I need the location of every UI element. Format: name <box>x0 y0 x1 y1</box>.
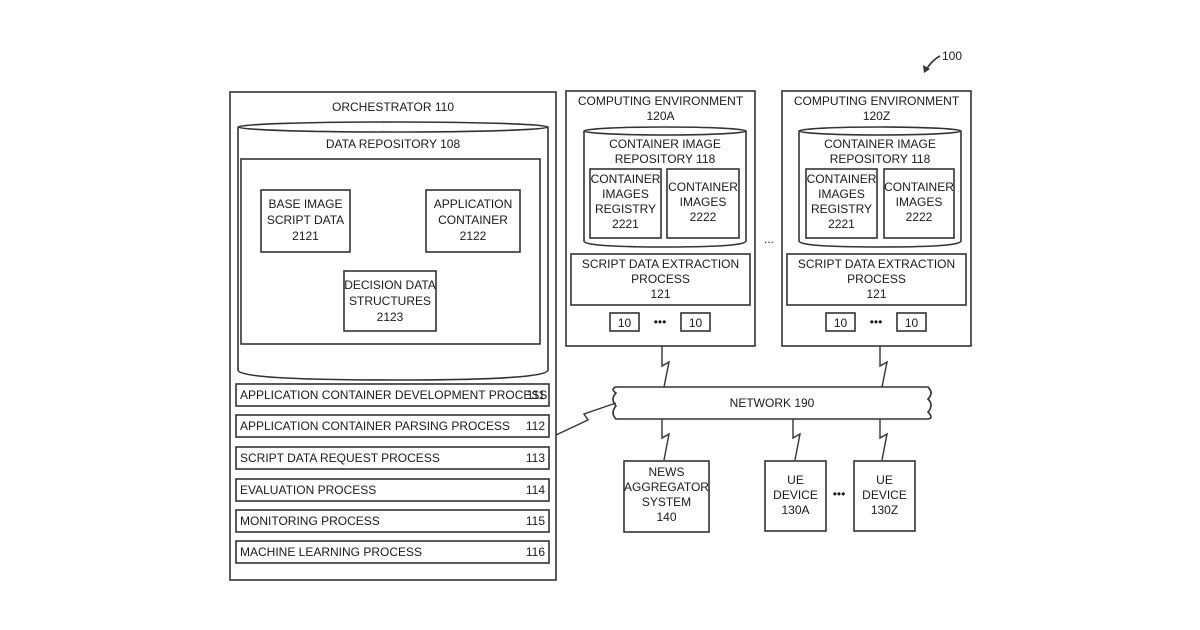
diagram-label: STRUCTURES <box>349 294 431 308</box>
diagram-label: APPLICATION <box>434 197 512 211</box>
diagram-label: 114 <box>526 483 545 497</box>
ue-device-z: UE DEVICE 130Z <box>854 461 915 531</box>
diagram-label: 120Z <box>863 109 890 123</box>
node-row: 10 ••• 10 <box>610 313 710 331</box>
node-ellipsis: ••• <box>654 315 667 329</box>
diagram-label: 116 <box>526 545 545 559</box>
orchestrator-title: ORCHESTRATOR 110 <box>332 100 454 114</box>
decision-data-structures: DECISION DATA STRUCTURES 2123 <box>344 271 436 331</box>
diagram-label: APPLICATION CONTAINER DEVELOPMENT PROCES… <box>240 388 547 402</box>
diagram-label: IMAGES <box>680 195 727 209</box>
diagram-label: DECISION DATA <box>344 278 436 292</box>
figure-number: 100 <box>942 49 962 63</box>
diagram-label: CONTAINER <box>591 172 661 186</box>
diagram-label: CONTAINER <box>807 172 877 186</box>
ue-ellipsis: ••• <box>833 487 846 501</box>
diagram-label: CONTAINER IMAGE <box>609 137 721 151</box>
diagram-label: 2221 <box>828 217 855 231</box>
diagram-label: 2221 <box>612 217 639 231</box>
diagram-label: CONTAINER <box>668 180 738 194</box>
diagram-label: APPLICATION CONTAINER PARSING PROCESS <box>240 419 510 433</box>
ue-device-a: UE DEVICE 130A <box>765 461 826 531</box>
diagram-label: 113 <box>526 451 545 465</box>
diagram-label: SCRIPT DATA REQUEST PROCESS <box>240 451 440 465</box>
container-images-registry: CONTAINER IMAGES REGISTRY 2221 <box>590 169 661 238</box>
diagram-label: PROCESS <box>631 272 690 286</box>
diagram-label: 10 <box>834 316 848 330</box>
diagram-label: IMAGES <box>602 187 649 201</box>
data-repository-label: DATA REPOSITORY 108 <box>326 137 461 151</box>
diagram-label: UE <box>876 473 893 487</box>
diagram-label: DEVICE <box>862 488 907 502</box>
process-row: APPLICATION CONTAINER PARSING PROCESS 11… <box>236 415 549 437</box>
network-label: NETWORK 190 <box>730 396 815 410</box>
diagram-label: COMPUTING ENVIRONMENT <box>794 94 960 108</box>
node-row: 10 ••• 10 <box>826 313 926 331</box>
diagram-label: EVALUATION PROCESS <box>240 483 376 497</box>
diagram-label: SYSTEM <box>642 495 691 509</box>
diagram-label: 2222 <box>690 210 717 224</box>
diagram-label: 111 <box>527 388 546 402</box>
diagram-label: REPOSITORY 118 <box>615 152 716 166</box>
diagram-label: IMAGES <box>818 187 865 201</box>
figure-reference: 100 <box>923 49 962 73</box>
diagram-label: 120A <box>646 109 674 123</box>
base-image-script-data: BASE IMAGE SCRIPT DATA 2121 <box>261 190 350 252</box>
diagram-label: REGISTRY <box>811 202 872 216</box>
container-images: CONTAINER IMAGES 2222 <box>884 169 954 238</box>
diagram-label: CONTAINER <box>438 213 508 227</box>
diagram-label: SCRIPT DATA EXTRACTION <box>798 257 955 271</box>
diagram-label: 115 <box>526 514 545 528</box>
script-data-extraction-process: SCRIPT DATA EXTRACTION PROCESS 121 <box>787 254 966 305</box>
diagram-label: CONTAINER <box>884 180 954 194</box>
network: NETWORK 190 <box>613 387 931 419</box>
diagram-label: NEWS <box>649 465 685 479</box>
computing-environment-a: COMPUTING ENVIRONMENT 120A CONTAINER IMA… <box>566 91 755 346</box>
diagram-label: IMAGES <box>896 195 943 209</box>
diagram-label: REPOSITORY 118 <box>830 152 931 166</box>
diagram-label: 2121 <box>292 229 319 243</box>
diagram-label: 2123 <box>377 310 404 324</box>
process-row: SCRIPT DATA REQUEST PROCESS 113 <box>236 447 549 469</box>
process-row: EVALUATION PROCESS 114 <box>236 479 549 501</box>
environment-ellipsis: ... <box>764 232 774 246</box>
diagram-label: BASE IMAGE <box>268 197 342 211</box>
diagram-label: REGISTRY <box>595 202 656 216</box>
diagram-label: 112 <box>526 419 545 433</box>
diagram-label: 10 <box>689 316 703 330</box>
diagram-label: 2222 <box>906 210 933 224</box>
diagram-label: COMPUTING ENVIRONMENT <box>578 94 744 108</box>
diagram-label: PROCESS <box>847 272 906 286</box>
diagram-label: 2122 <box>460 229 487 243</box>
computing-environment-z: COMPUTING ENVIRONMENT 120Z CONTAINER IMA… <box>782 91 971 346</box>
node-ellipsis: ••• <box>870 315 883 329</box>
container-images-registry: CONTAINER IMAGES REGISTRY 2221 <box>806 169 877 238</box>
diagram-label: 121 <box>650 287 670 301</box>
process-row: MACHINE LEARNING PROCESS 116 <box>236 541 549 563</box>
diagram-label: MACHINE LEARNING PROCESS <box>240 545 422 559</box>
news-aggregator-system: NEWS AGGREGATOR SYSTEM 140 <box>624 461 709 532</box>
diagram-label: DEVICE <box>773 488 818 502</box>
diagram-label: 130A <box>781 503 809 517</box>
diagram-label: SCRIPT DATA EXTRACTION <box>582 257 739 271</box>
diagram-label: 121 <box>866 287 886 301</box>
diagram-label: 10 <box>905 316 919 330</box>
diagram-label: 140 <box>656 510 676 524</box>
container-images: CONTAINER IMAGES 2222 <box>667 169 739 238</box>
orchestrator-block: ORCHESTRATOR 110 DATA REPOSITORY 108 BAS… <box>230 92 556 580</box>
process-row: APPLICATION CONTAINER DEVELOPMENT PROCES… <box>236 384 549 406</box>
diagram-label: CONTAINER IMAGE <box>824 137 936 151</box>
diagram-label: MONITORING PROCESS <box>240 514 380 528</box>
diagram-label: 10 <box>618 316 632 330</box>
application-container: APPLICATION CONTAINER 2122 <box>426 190 520 252</box>
diagram-label: UE <box>787 473 804 487</box>
diagram-label: AGGREGATOR <box>624 480 709 494</box>
process-row: MONITORING PROCESS 115 <box>236 510 549 532</box>
diagram-label: SCRIPT DATA <box>267 213 344 227</box>
diagram-label: 130Z <box>871 503 898 517</box>
script-data-extraction-process: SCRIPT DATA EXTRACTION PROCESS 121 <box>571 254 750 305</box>
